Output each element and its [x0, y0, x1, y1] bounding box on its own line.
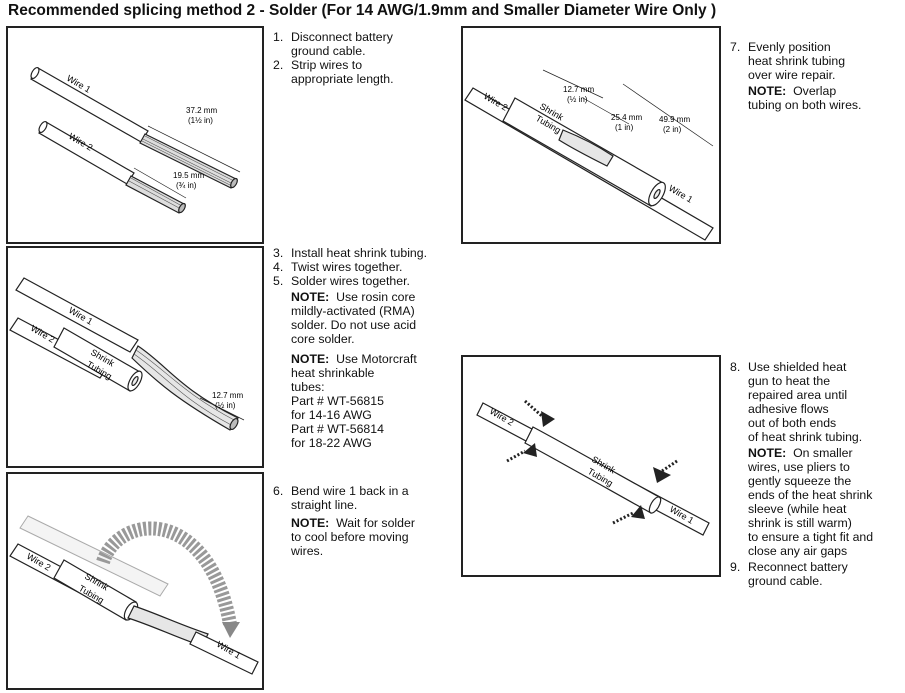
bend-wire-illustration: Wire 1 Wire 2 Shrink Tubing: [9, 515, 259, 675]
dim-b-mm: 25.4 mm: [611, 113, 642, 122]
note-motorcraft: NOTE: Use Motorcraft heat shrinkable tub…: [291, 352, 417, 450]
step-5: 5.Solder wires together.: [273, 274, 410, 288]
dim2-in: (¾ in): [176, 181, 197, 190]
figure-solder-wires: Wire 1 Wire 2 Shrink Tubing 12.7 mm (½ i…: [6, 246, 264, 468]
figure-strip-wires: Wire 1 Wire 2 37.2 mm (1½ in) 19.5 mm (¾…: [6, 26, 264, 244]
page-title: Recommended splicing method 2 - Solder (…: [8, 2, 717, 19]
dim-a-mm: 12.7 mm: [563, 85, 594, 94]
dim-mm: 12.7 mm: [212, 391, 243, 400]
dim-b-in: (1 in): [615, 123, 634, 132]
note-overlap: NOTE: Overlap tubing on both wires.: [748, 84, 862, 112]
figure-bend-wire: Wire 1 Wire 2 Shrink Tubing: [6, 472, 264, 690]
dim-in: (½ in): [215, 401, 236, 410]
strip-wires-illustration: Wire 1 Wire 2 37.2 mm (1½ in) 19.5 mm (¾…: [30, 66, 241, 214]
note-rosin: NOTE: Use rosin core mildly-activated (R…: [291, 290, 417, 346]
wire1-label: Wire 1: [667, 183, 695, 205]
note-pliers: NOTE: On smaller wires, use pliers to ge…: [748, 446, 874, 558]
dim1-in: (1½ in): [188, 116, 213, 125]
steps-solder: 3.Install heat shrink tubing. 4.Twist wi…: [273, 246, 453, 450]
step-3: 3.Install heat shrink tubing.: [273, 246, 428, 260]
note-cool: NOTE: Wait for solder to cool before mov…: [291, 516, 415, 558]
figure-position-tubing: Wire 2 Wire 1 Shrink Tubing 12.7 mm (½ i…: [461, 26, 721, 244]
dim-a-in: (½ in): [567, 95, 588, 104]
heat-tubing-illustration: Wire 2 Wire 1 Shrink Tubing: [476, 399, 710, 536]
position-tubing-illustration: Wire 2 Wire 1 Shrink Tubing 12.7 mm (½ i…: [464, 69, 714, 241]
figure-heat-tubing: Wire 2 Wire 1 Shrink Tubing: [461, 355, 721, 577]
step-4: 4.Twist wires together.: [273, 260, 403, 274]
solder-wires-illustration: Wire 1 Wire 2 Shrink Tubing 12.7 mm (½ i…: [9, 277, 245, 431]
dim-c-mm: 49.9 mm: [659, 115, 690, 124]
dim2-mm: 19.5 mm: [173, 171, 204, 180]
dim1-mm: 37.2 mm: [186, 106, 217, 115]
dim-c-in: (2 in): [663, 125, 682, 134]
